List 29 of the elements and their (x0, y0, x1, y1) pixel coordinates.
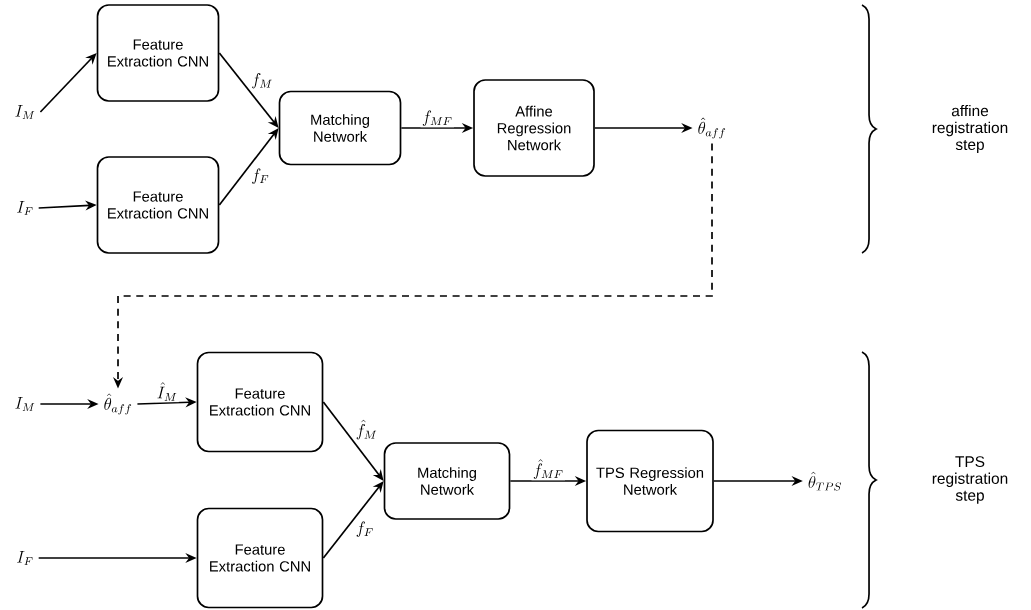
step-label: affine registration step (932, 104, 1008, 154)
process-box: Matching Network (383, 442, 511, 520)
process-box: TPS Regression Network (586, 429, 714, 533)
math-symbol: $I_F$ (17, 201, 33, 215)
process-box: Feature Extraction CNN (96, 156, 220, 254)
process-box: Feature Extraction CNN (196, 507, 324, 609)
math-symbol: $\hat{\theta}_{aff}$ (104, 393, 132, 415)
edge-label: $f_F$ (249, 167, 271, 186)
process-box: Feature Extraction CNN (96, 4, 220, 102)
arrow (322, 401, 384, 481)
math-symbol: $I_M$ (15, 397, 35, 411)
edge-label: $f_M$ (249, 71, 275, 90)
process-box: Feature Extraction CNN (196, 351, 324, 453)
edge-label: $\hat{f}_{MF}$ (531, 457, 566, 481)
edge-label: $\hat{I}_M$ (155, 380, 179, 403)
math-symbol: $I_M$ (15, 105, 35, 119)
step-label: TPS registration step (932, 456, 1008, 504)
math-symbol: $I_F$ (17, 551, 33, 565)
edge-label: $f_F$ (354, 520, 376, 539)
edge-label: $f_{MF}$ (420, 109, 455, 128)
arrow (322, 481, 384, 559)
arrow (218, 128, 279, 206)
arrow (218, 52, 279, 128)
math-symbol: $\hat{\theta}_{aff}$ (698, 117, 726, 139)
edge-label: $\hat{f}_M$ (354, 418, 379, 441)
math-symbol: $\hat{\theta}_{TPS}$ (808, 471, 842, 491)
arrow (39, 53, 97, 113)
process-box: Matching Network (278, 90, 402, 166)
process-box: Affine Regression Network (473, 79, 595, 177)
